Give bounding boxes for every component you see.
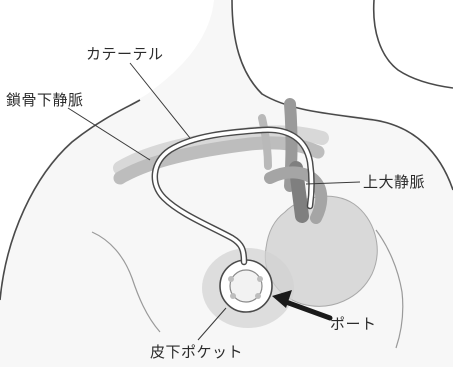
- label-subclavian-vein: 鎖骨下静脈: [6, 93, 84, 108]
- port-dot-2: [257, 276, 263, 282]
- port-dot-4: [255, 293, 261, 299]
- port-assembly: [202, 248, 294, 328]
- neck-left: [374, 0, 453, 88]
- label-subcutaneous-pocket: 皮下ポケット: [150, 345, 243, 360]
- label-superior-vena-cava: 上大静脈: [363, 175, 425, 190]
- port-dot-1: [228, 276, 234, 282]
- port-dot-3: [230, 293, 236, 299]
- label-port: ポート: [330, 317, 377, 332]
- label-catheter: カテーテル: [86, 47, 164, 62]
